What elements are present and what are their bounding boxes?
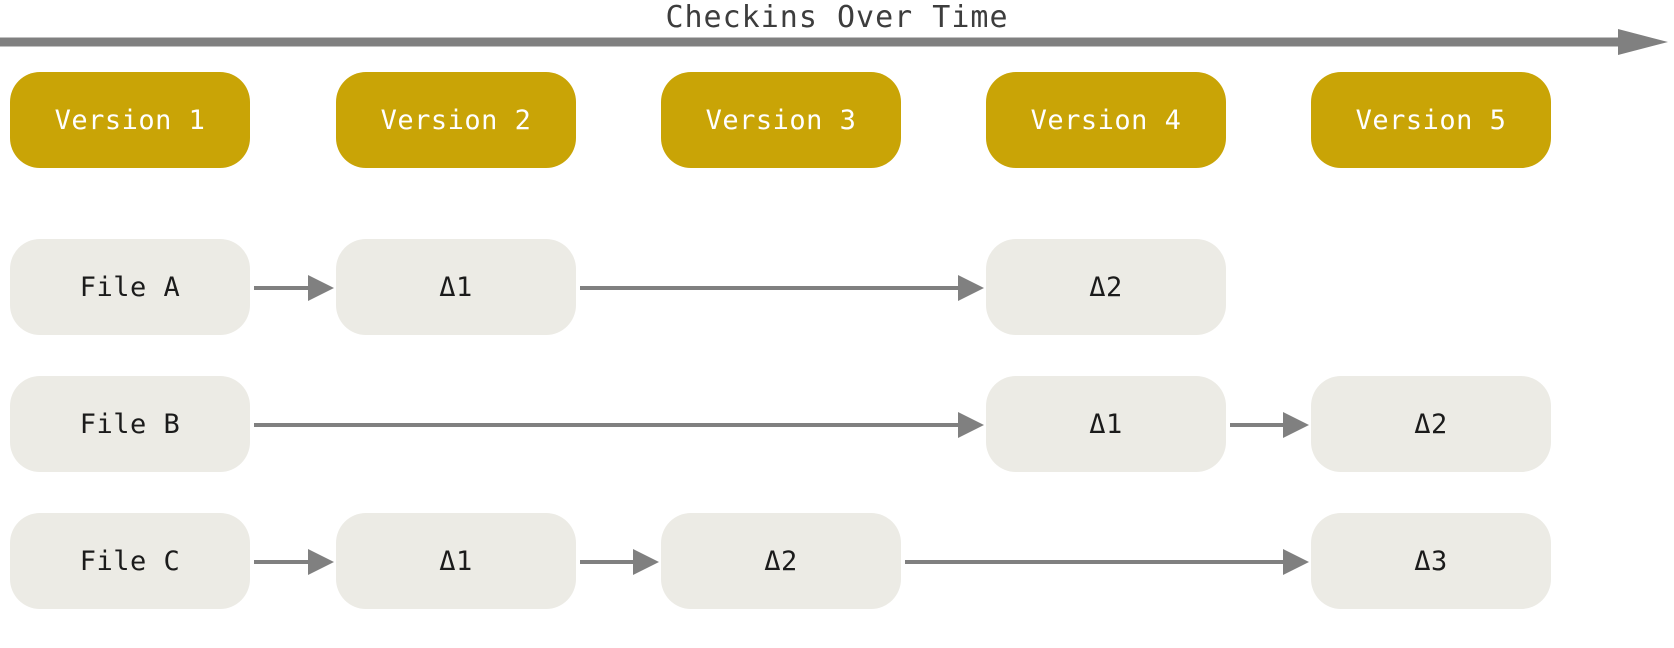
node-pill[interactable]: Δ2 (1311, 376, 1551, 472)
node-pill-label: File C (79, 545, 181, 577)
arrowhead-icon (1283, 412, 1309, 438)
version-pill-1[interactable]: Version 1 (10, 72, 250, 168)
node-pill-label: Δ1 (439, 545, 473, 577)
version-pill-4[interactable]: Version 4 (986, 72, 1226, 168)
node-pill-label: Δ2 (764, 545, 798, 577)
node-pill[interactable]: File A (10, 239, 250, 335)
node-pill-label: Δ2 (1414, 408, 1448, 440)
node-pill-label: Δ3 (1414, 545, 1448, 577)
arrow-4-to-5 (1230, 412, 1309, 438)
node-pill[interactable]: Δ1 (336, 513, 576, 609)
file-row-file-c: File C Δ1 Δ2 Δ3 (0, 513, 1674, 609)
node-pill-label: File B (79, 408, 181, 440)
arrow-2-to-4 (580, 275, 984, 301)
node-pill[interactable]: File B (10, 376, 250, 472)
file-row-file-b: File B Δ1 Δ2 (0, 376, 1674, 472)
version-pill-label: Version 2 (380, 104, 532, 136)
node-pill-label: Δ1 (439, 271, 473, 303)
node-pill[interactable]: Δ3 (1311, 513, 1551, 609)
node-pill[interactable]: File C (10, 513, 250, 609)
row-arrows (254, 275, 984, 301)
page-title: Checkins Over Time (665, 0, 1009, 35)
version-pill-label: Version 4 (1030, 104, 1182, 136)
version-pill-2[interactable]: Version 2 (336, 72, 576, 168)
file-row-file-a: File A Δ1 Δ2 (0, 239, 1674, 335)
arrow-1-to-4 (254, 412, 984, 438)
version-timeline-row: Version 1 Version 2 Version 3 Version 4 Vers… (0, 72, 1674, 168)
timeline-arrow-icon (0, 29, 1668, 55)
arrowhead-icon (958, 275, 984, 301)
arrow-1-to-2 (254, 549, 334, 575)
node-pill[interactable]: Δ1 (336, 239, 576, 335)
version-pill-3[interactable]: Version 3 (661, 72, 901, 168)
node-pill-label: Δ1 (1089, 408, 1123, 440)
arrow-3-to-5 (905, 549, 1309, 575)
arrow-1-to-2 (254, 275, 334, 301)
arrowhead-icon (958, 412, 984, 438)
timeline-axis (0, 27, 1674, 57)
node-pill[interactable]: Δ1 (986, 376, 1226, 472)
version-pill-label: Version 3 (705, 104, 857, 136)
arrowhead-icon (633, 549, 659, 575)
version-pill-label: Version 5 (1355, 104, 1507, 136)
node-pill[interactable]: Δ2 (661, 513, 901, 609)
arrowhead-icon (308, 549, 334, 575)
arrow-2-to-3 (580, 549, 659, 575)
arrowhead-icon (308, 275, 334, 301)
arrowhead-icon (1283, 549, 1309, 575)
node-pill-label: Δ2 (1089, 271, 1123, 303)
version-pill-5[interactable]: Version 5 (1311, 72, 1551, 168)
node-pill-label: File A (79, 271, 181, 303)
node-pill[interactable]: Δ2 (986, 239, 1226, 335)
version-pill-label: Version 1 (54, 104, 206, 136)
